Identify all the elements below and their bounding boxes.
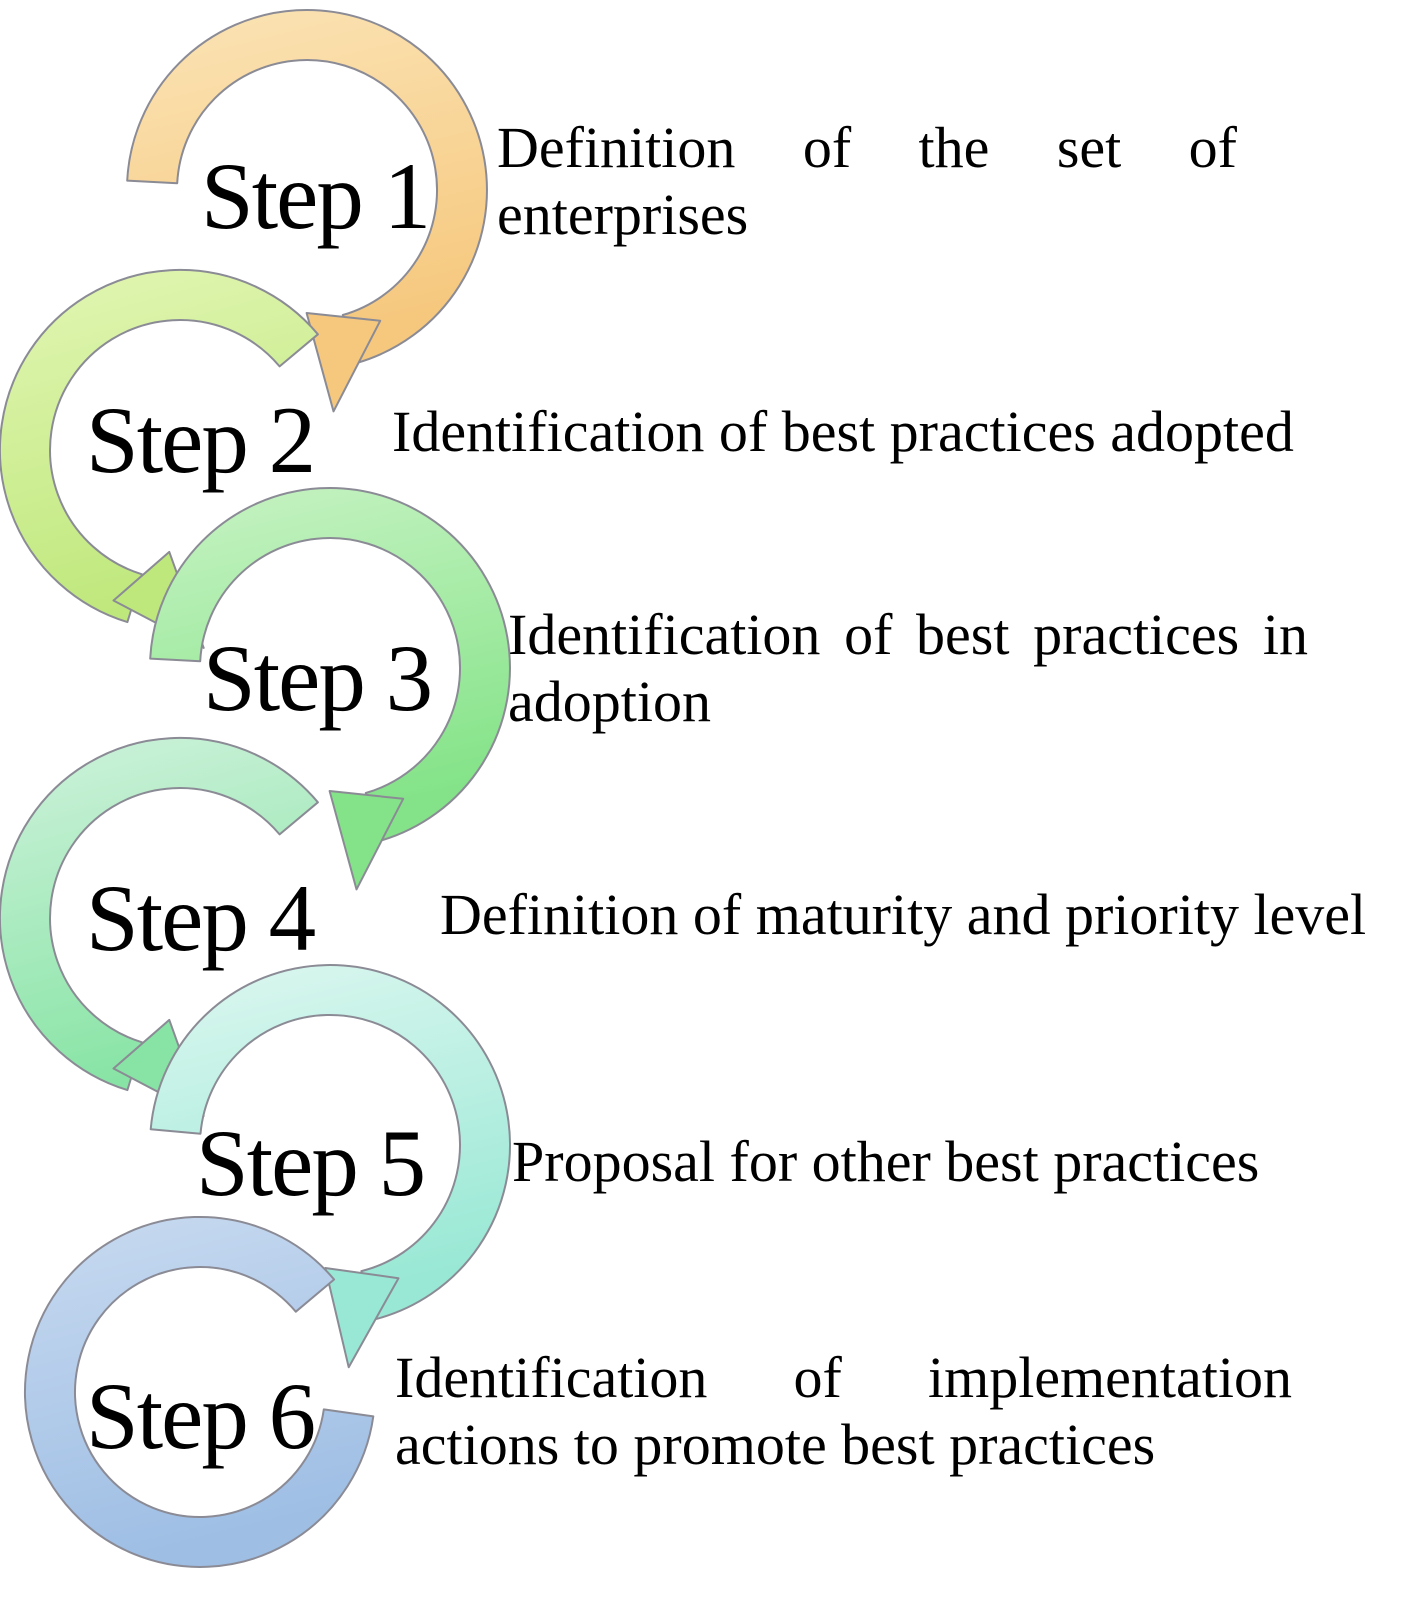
step-2-label: Step 2 [85,387,316,493]
step-6-arrow-ring [24,1215,375,1568]
step-5-arrowhead-icon [324,1267,400,1369]
step-6-description: Identification of implementation actions… [395,1344,1292,1478]
step-5-label: Step 5 [195,1110,426,1216]
step-4-description-line: Definition of maturity and priority leve… [440,882,1367,947]
step-1-arrow-ring [126,9,488,364]
step-5-description-line: Proposal for other best practices [512,1129,1260,1194]
step-4-description: Definition of maturity and priority leve… [440,881,1366,948]
step-4-label: Step 4 [85,865,316,971]
step-2-arrow-ring [0,268,319,624]
step-5-arrow-ring [149,964,511,1321]
step-6-description-line: actions to promote best practices [395,1412,1156,1477]
step-1-description-line: Definition of the set of [497,115,1237,180]
step-3-arrow-ring [149,487,511,842]
step-3-label: Step 3 [202,625,433,731]
step-1-arrowhead-icon [305,312,382,413]
step-1-description: Definition of the set of enterprises [497,114,1237,248]
step-3-description-line: adoption [508,669,711,734]
step-6-label: Step 6 [85,1363,316,1469]
step-3-arrowhead-icon [328,790,405,891]
step-6-description-line: Identification of implementation [395,1345,1292,1410]
step-1-label: Step 1 [200,143,431,249]
step-2-description: Identification of best practices adopted [392,398,1294,465]
step-3-description-line: Identification of best practices in [508,602,1308,667]
step-5-description: Proposal for other best practices [512,1128,1259,1195]
step-1-description-line: enterprises [497,182,749,247]
step-2-description-line: Identification of best practices adopted [392,399,1294,464]
step-4-arrow-ring [0,736,319,1092]
step-3-description: Identification of best practices in adop… [508,601,1308,735]
